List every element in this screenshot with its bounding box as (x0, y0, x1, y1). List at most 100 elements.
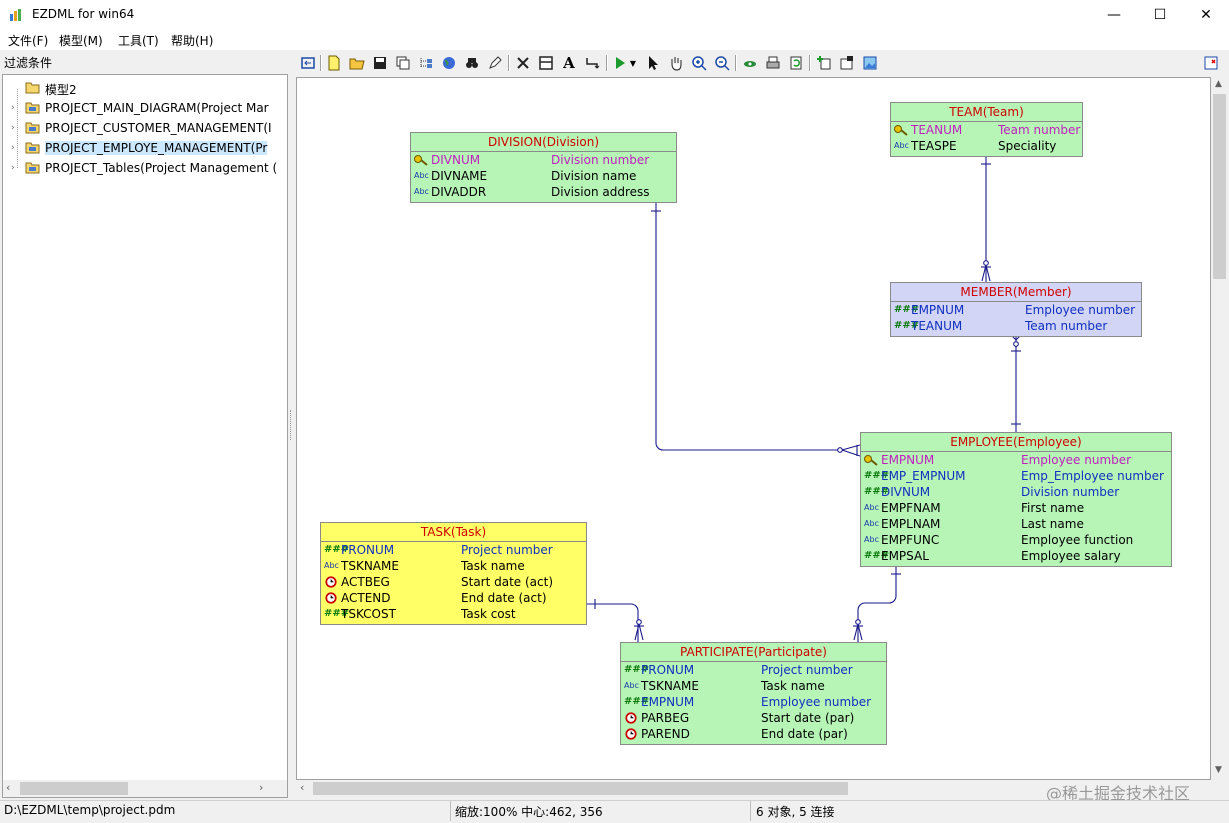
new-button[interactable] (324, 54, 344, 72)
tree-item-customer-management[interactable]: › PROJECT_CUSTOMER_MANAGEMENT(I (3, 118, 273, 138)
menu-tools[interactable]: 工具(T) (118, 34, 159, 48)
model-tree[interactable]: 模型2 › PROJECT_MAIN_DIAGRAM(Project Mar ›… (2, 74, 288, 798)
delete-button[interactable] (513, 54, 533, 72)
run-dropdown[interactable]: ▼ (627, 54, 639, 72)
clock-icon (325, 576, 337, 588)
close-button[interactable]: ✕ (1200, 7, 1212, 23)
field-row[interactable]: Abc EMPLNAM Last name (861, 516, 1171, 532)
field-row[interactable]: ### EMPNUM Employee number (621, 694, 886, 710)
chevron-right-icon[interactable]: › (11, 163, 15, 173)
chevron-right-icon[interactable]: › (11, 143, 15, 153)
zoom-out-button[interactable] (712, 54, 732, 72)
close-panel-button[interactable] (1201, 54, 1221, 72)
field-desc: Employee salary (1021, 549, 1121, 563)
text-type-icon: Abc (864, 519, 879, 528)
canvas-vertical-scrollbar[interactable]: ▲ ▼ (1211, 77, 1228, 780)
field-row[interactable]: Abc DIVADDR Division address (411, 184, 676, 200)
globe-button[interactable] (439, 54, 459, 72)
field-row[interactable]: PAREND End date (par) (621, 726, 886, 742)
select-button[interactable] (643, 54, 663, 72)
field-row[interactable]: ### EMPNUM Employee number (891, 302, 1141, 318)
save-button[interactable] (370, 54, 390, 72)
field-desc: Division address (551, 185, 650, 199)
chevron-right-icon[interactable]: › (11, 103, 15, 113)
hand-icon (671, 57, 682, 71)
open-button[interactable] (347, 54, 367, 72)
properties-button[interactable] (837, 54, 857, 72)
number-type-icon: ### (864, 470, 890, 481)
scroll-left-arrow-icon[interactable]: ‹ (300, 781, 305, 794)
pan-button[interactable] (666, 54, 686, 72)
field-row[interactable]: TEANUM Team number (891, 122, 1082, 138)
minimize-button[interactable]: — (1107, 7, 1121, 23)
table-button[interactable] (536, 54, 556, 72)
filter-label[interactable]: 过滤条件 (4, 56, 53, 70)
find-icon (466, 58, 478, 68)
diagram-canvas[interactable]: DIVISION(Division) DIVNUM Division numbe… (296, 77, 1211, 780)
copy-button[interactable] (393, 54, 413, 72)
scrollbar-thumb[interactable] (313, 782, 848, 795)
run-button[interactable] (610, 54, 630, 72)
find-button[interactable] (462, 54, 482, 72)
tree-item-employe-management[interactable]: › PROJECT_EMPLOYE_MANAGEMENT(Pr (3, 138, 273, 158)
field-row[interactable]: Abc TSKNAME Task name (621, 678, 886, 694)
field-name: PAREND (641, 727, 690, 741)
field-row[interactable]: ### PRONUM Project number (621, 662, 886, 678)
entity-division[interactable]: DIVISION(Division) DIVNUM Division numbe… (410, 132, 677, 203)
field-row[interactable]: ### EMP_EMPNUM Emp_Employee number (861, 468, 1171, 484)
field-name: TSKCOST (341, 607, 396, 621)
tree-button[interactable] (416, 54, 436, 72)
entity-employee[interactable]: EMPLOYEE(Employee) EMPNUM Employee numbe… (860, 432, 1172, 567)
tree-item-model2[interactable]: 模型2 (3, 78, 273, 98)
field-row[interactable]: Abc TSKNAME Task name (321, 558, 586, 574)
field-row[interactable]: ### TEANUM Team number (891, 318, 1141, 334)
scroll-up-arrow-icon[interactable]: ▲ (1215, 79, 1222, 89)
back-button[interactable] (298, 54, 318, 72)
zoom-in-button[interactable] (689, 54, 709, 72)
menu-file[interactable]: 文件(F) (8, 34, 49, 48)
entity-task[interactable]: TASK(Task) ### PRONUM Project number Abc… (320, 522, 587, 625)
splitter-handle[interactable] (290, 410, 294, 440)
field-row[interactable]: ACTBEG Start date (act) (321, 574, 586, 590)
view-button[interactable] (740, 54, 760, 72)
link-button[interactable] (582, 54, 602, 72)
image-button[interactable] (860, 54, 880, 72)
field-row[interactable]: PARBEG Start date (par) (621, 710, 886, 726)
scrollbar-thumb[interactable] (20, 782, 128, 795)
field-row[interactable]: ### TSKCOST Task cost (321, 606, 586, 622)
add-table-button[interactable] (814, 54, 834, 72)
maximize-button[interactable]: ☐ (1153, 7, 1167, 23)
edit-button[interactable] (485, 54, 505, 72)
tree-horizontal-scrollbar[interactable]: ‹ › (3, 780, 287, 797)
entity-member[interactable]: MEMBER(Member) ### EMPNUM Employee numbe… (890, 282, 1142, 337)
scroll-down-arrow-icon[interactable]: ▼ (1215, 765, 1222, 775)
text-button[interactable]: A (559, 54, 579, 72)
tree-item-tables[interactable]: › PROJECT_Tables(Project Management ( (3, 158, 277, 178)
field-row[interactable]: Abc DIVNAME Division name (411, 168, 676, 184)
menu-model[interactable]: 模型(M) (59, 34, 103, 48)
entity-team[interactable]: TEAM(Team) TEANUM Team number Abc TEASPE… (890, 102, 1083, 157)
tree-item-main-diagram[interactable]: › PROJECT_MAIN_DIAGRAM(Project Mar (3, 98, 273, 118)
print-button[interactable] (763, 54, 783, 72)
field-row[interactable]: ACTEND End date (act) (321, 590, 586, 606)
field-row[interactable]: ### DIVNUM Division number (861, 484, 1171, 500)
field-row[interactable]: Abc TEASPE Speciality (891, 138, 1082, 154)
field-row[interactable]: ### PRONUM Project number (321, 542, 586, 558)
field-name: EMPNUM (881, 453, 935, 467)
refresh-button[interactable] (786, 54, 806, 72)
field-row[interactable]: ### EMPSAL Employee salary (861, 548, 1171, 564)
scroll-left-arrow-icon[interactable]: ‹ (6, 781, 11, 794)
relationship-lines (586, 156, 1021, 642)
scrollbar-thumb[interactable] (1213, 94, 1226, 279)
canvas-horizontal-scrollbar[interactable]: ‹ (296, 780, 1211, 797)
status-file-path: D:\EZDML\temp\project.pdm (4, 803, 176, 817)
field-row[interactable]: EMPNUM Employee number (861, 452, 1171, 468)
toolbar-separator (508, 55, 510, 71)
field-row[interactable]: DIVNUM Division number (411, 152, 676, 168)
scroll-right-arrow-icon[interactable]: › (259, 781, 264, 794)
menu-help[interactable]: 帮助(H) (171, 34, 214, 48)
field-row[interactable]: Abc EMPFUNC Employee function (861, 532, 1171, 548)
field-row[interactable]: Abc EMPFNAM First name (861, 500, 1171, 516)
entity-participate[interactable]: PARTICIPATE(Participate) ### PRONUM Proj… (620, 642, 887, 745)
chevron-right-icon[interactable]: › (11, 123, 15, 133)
